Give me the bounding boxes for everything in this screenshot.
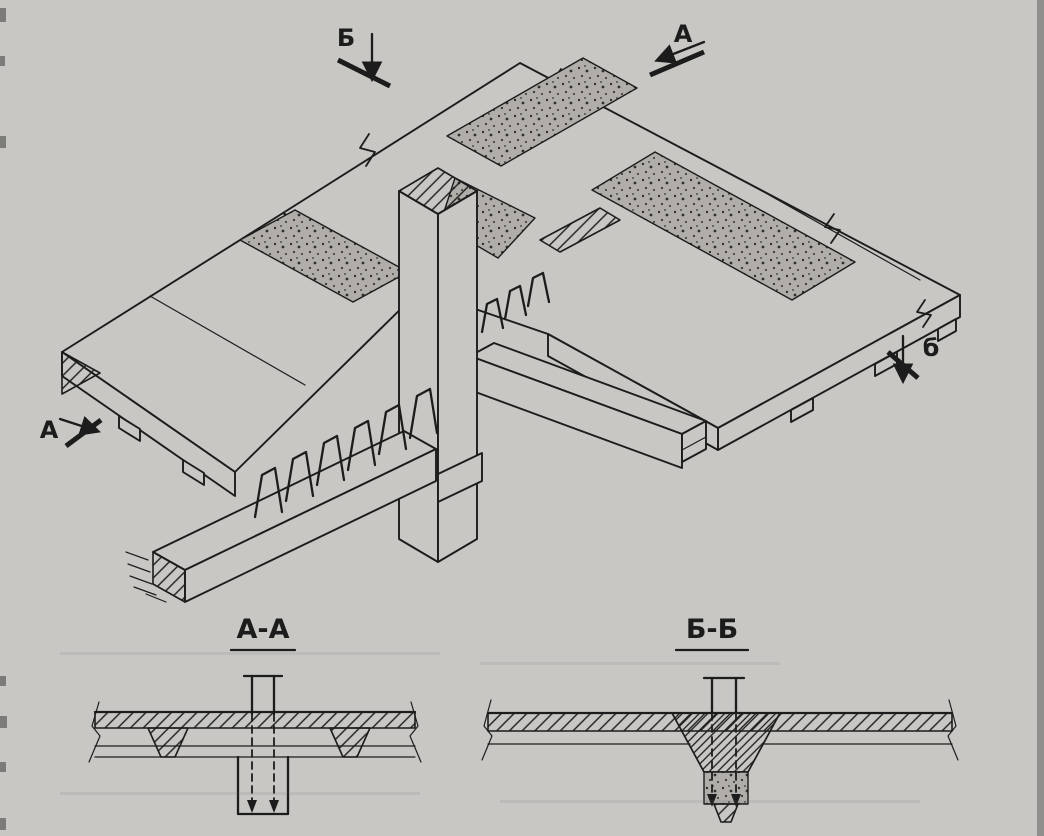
edge-ticks [0,8,7,830]
grout-band-right [591,151,856,301]
stirrup [284,450,315,503]
stirrup [253,466,284,519]
column-left-face [398,190,439,563]
girder-beam [125,430,437,603]
break-mark [409,701,422,763]
view-direction-arrow [654,40,706,64]
section-marker-a-top: А [649,20,706,78]
bleed-streak [60,652,440,655]
stirrup-small [526,271,551,308]
section-bb: Б-Б [481,614,959,823]
beam-end-cut-hatch [539,207,621,253]
stirrup [408,387,439,440]
section-marker-b-top-label: Б [337,24,355,52]
bar-arrowhead [707,794,717,807]
break-hatch-ticks [125,551,167,603]
break-mark [824,213,841,244]
topping-layer-hatch [94,711,416,729]
dowel-bar-embedded [251,713,275,803]
right-beam-end-notch-line [681,436,707,451]
beam-bottom-tooth [713,803,739,823]
column-below-outline [236,755,290,816]
section-aa-title: А-А [237,614,290,645]
stirrup [346,419,377,472]
bar-arrowhead [731,794,741,807]
section-marker-b-right: б [886,334,940,385]
scan-edge-strip [1037,0,1044,836]
bleed-streak [500,800,920,803]
dowel-bar-embedded [711,712,737,797]
right-beam-end-face [681,420,707,463]
break-mark [481,699,493,761]
axonometric-view: Б А б А [40,20,961,603]
column-corbel [437,452,483,503]
bar-arrowhead [269,800,279,813]
section-aa: А-А [88,614,422,816]
stirrup-small [480,297,505,334]
slab-cut-hatch [61,351,101,395]
column-top-cut-hatch [398,167,478,215]
section-marker-a-left: А [40,416,103,449]
bleed-streak [60,792,420,795]
view-direction-arrow [58,416,101,436]
stirrups [253,271,551,519]
section-marker-a-left-label: А [40,416,59,444]
break-mark [916,299,932,328]
section-marker-b-top: Б [337,24,392,89]
section-marker-a-top-label: А [674,20,693,48]
panel-joint-line [149,295,306,386]
section-marker-b-right-label: б [923,334,940,362]
stirrup [315,434,346,487]
section-bb-title: Б-Б [686,614,738,645]
slab-rib-tooth [182,459,205,486]
girder-broken-end-face [152,551,186,603]
slab-rib-tooth [937,318,957,342]
break-mark [359,133,376,167]
bar-arrowhead [247,800,257,813]
grout-band-center [446,57,638,167]
stirrup [377,403,408,456]
break-mark [947,699,959,761]
slab-rib-tooth [790,397,814,423]
break-mark [88,701,101,763]
column-right-face [437,190,478,563]
slab-rib-tooth [118,415,141,442]
stirrup-small [503,284,528,321]
bleed-streak [480,662,780,665]
